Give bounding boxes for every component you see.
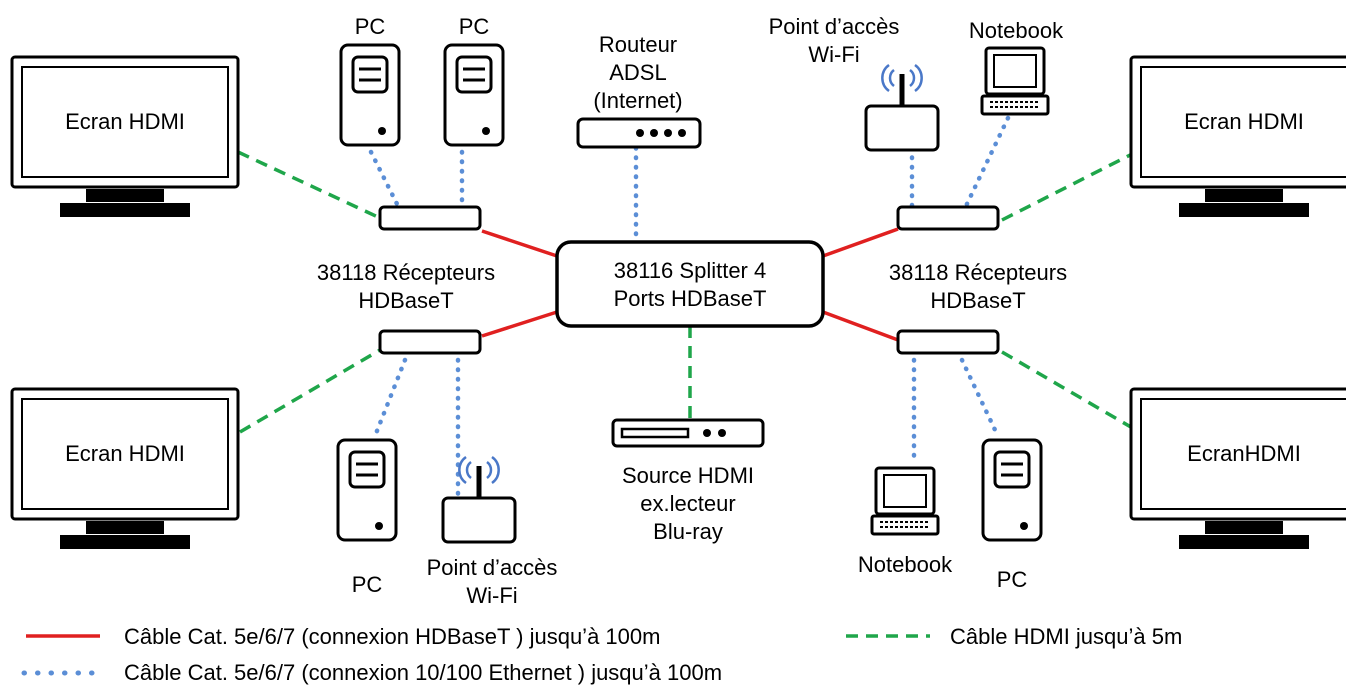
router-label-2: ADSL (609, 60, 666, 85)
legend-hdbaset: Câble Cat. 5e/6/7 (connexion HDBaseT ) j… (26, 624, 660, 649)
link-eth-pc-tl1 (368, 149, 401, 209)
splitter-box (555, 240, 825, 328)
screen-label: Ecran HDMI (65, 441, 185, 466)
screen-label: Ecran HDMI (1184, 109, 1304, 134)
link-splitter-recv-tl (481, 229, 558, 258)
hdbaset-links (481, 227, 899, 342)
router-icon (576, 117, 702, 149)
link-eth-pc-br (959, 357, 999, 435)
link-hdmi-tl (237, 150, 381, 220)
link-hdmi-br (1001, 350, 1137, 432)
link-eth-nb-tr (963, 115, 1011, 209)
notebook-label: Notebook (858, 552, 953, 577)
link-splitter-recv-bl (481, 310, 558, 338)
splitter-label-1: 38116 Splitter 4 (614, 258, 766, 283)
pc-icon (336, 438, 398, 542)
access-point-icon (866, 65, 938, 150)
receiver-bottom-left (378, 329, 482, 355)
pc-label: PC (355, 14, 386, 39)
screen-top-right: Ecran HDMI (1129, 55, 1346, 219)
source-label-1: Source HDMI (622, 463, 754, 488)
access-point-bottom: Point d’accès Wi-Fi (427, 457, 558, 608)
pc-top-left-1: PC (339, 14, 401, 147)
ap-label-2: Wi-Fi (466, 583, 517, 608)
notebook-icon (870, 466, 940, 536)
link-eth-pc-bl (372, 357, 408, 439)
router-label-3: (Internet) (593, 88, 682, 113)
pc-bottom-right: PC (981, 438, 1043, 592)
link-hdmi-tr (1001, 150, 1137, 222)
splitter: 38116 Splitter 4 Ports HDBaseT (555, 240, 825, 328)
router-label-1: Routeur (599, 32, 677, 57)
legend-hdbaset-label: Câble Cat. 5e/6/7 (connexion HDBaseT ) j… (124, 624, 660, 649)
splitter-label-2: Ports HDBaseT (614, 286, 767, 311)
legend-ethernet: Câble Cat. 5e/6/7 (connexion 10/100 Ethe… (21, 660, 722, 685)
screen-label: Ecran HDMI (65, 109, 185, 134)
screen-bottom-right: EcranHDMI (1129, 387, 1346, 551)
pc-label: PC (352, 572, 383, 597)
router: Routeur ADSL (Internet) (576, 32, 702, 149)
notebook-top: Notebook (969, 18, 1064, 116)
notebook-bottom: Notebook (858, 466, 953, 577)
legend-hdmi-label: Câble HDMI jusqu’à 5m (950, 624, 1182, 649)
receiver-top-left (378, 205, 482, 231)
link-hdmi-bl (239, 348, 381, 434)
hdmi-source: Source HDMI ex.lecteur Blu-ray (611, 418, 765, 544)
screen-top-left: Ecran HDMI (10, 55, 240, 219)
access-point-icon (443, 457, 515, 542)
link-splitter-recv-br (822, 310, 899, 342)
pc-label: PC (459, 14, 490, 39)
pc-icon (339, 43, 401, 147)
legend: Câble Cat. 5e/6/7 (connexion HDBaseT ) j… (21, 624, 1182, 685)
receivers-right-label-1: 38118 Récepteurs (889, 260, 1067, 285)
bluray-icon (611, 418, 765, 448)
legend-hdmi: Câble HDMI jusqu’à 5m (846, 624, 1182, 649)
link-splitter-recv-tr (822, 227, 899, 258)
source-label-2: ex.lecteur (640, 491, 735, 516)
pc-icon (443, 43, 505, 147)
source-label-3: Blu-ray (653, 519, 723, 544)
hdmi-links (237, 150, 1137, 434)
ethernet-links (368, 115, 1011, 499)
receiver-bottom-right (896, 329, 1000, 355)
pc-icon (981, 438, 1043, 542)
screen-label: EcranHDMI (1187, 441, 1301, 466)
access-point-top: Point d’accès Wi-Fi (769, 14, 938, 150)
receivers-left-label-1: 38118 Récepteurs (317, 260, 495, 285)
receiver-top-right (896, 205, 1000, 231)
notebook-icon (980, 46, 1050, 116)
ap-label-1: Point d’accès (769, 14, 900, 39)
receivers-right-label-2: HDBaseT (930, 288, 1025, 313)
pc-top-left-2: PC (443, 14, 505, 147)
pc-label: PC (997, 567, 1028, 592)
ap-label-1: Point d’accès (427, 555, 558, 580)
screen-bottom-left: Ecran HDMI (10, 387, 240, 551)
notebook-label: Notebook (969, 18, 1064, 43)
legend-ethernet-label: Câble Cat. 5e/6/7 (connexion 10/100 Ethe… (124, 660, 722, 685)
receivers-left-label-2: HDBaseT (358, 288, 453, 313)
pc-bottom-left: PC (336, 438, 398, 597)
ap-label-2: Wi-Fi (808, 42, 859, 67)
